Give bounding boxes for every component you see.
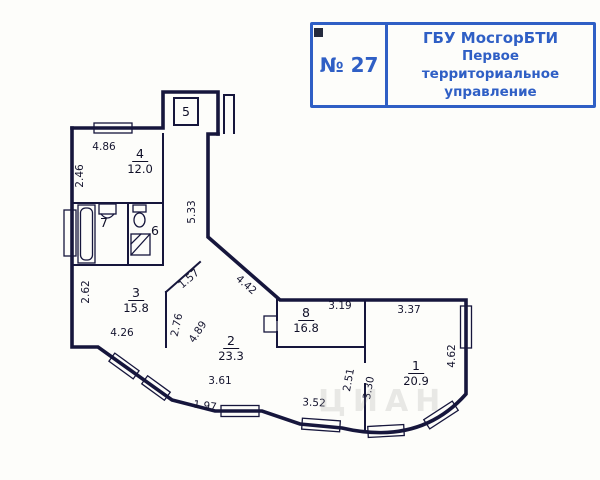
- bathtub-icon: [77, 204, 96, 264]
- shower-tray-icon: [130, 233, 151, 256]
- stamp-org-line1: ГБУ МосгорБТИ: [423, 28, 558, 47]
- stamp-org: ГБУ МосгорБТИ Первое территориальное упр…: [388, 25, 593, 105]
- toilet-icon: [132, 204, 147, 228]
- stamp-number: № 27: [313, 25, 388, 105]
- bti-stamp: № 27 ГБУ МосгорБТИ Первое территориально…: [310, 22, 596, 108]
- sink-icon: [98, 203, 117, 219]
- interior-walls: [71, 94, 366, 431]
- stamp-org-line3: управление: [444, 83, 537, 100]
- stamp-org-line2: Первое территориальное: [421, 48, 560, 82]
- window-icon: [63, 122, 473, 439]
- stamp-corner-mark: [314, 28, 323, 37]
- door-icon: [263, 315, 278, 333]
- closet-room5: [173, 97, 199, 126]
- outer-walls: [70, 90, 468, 435]
